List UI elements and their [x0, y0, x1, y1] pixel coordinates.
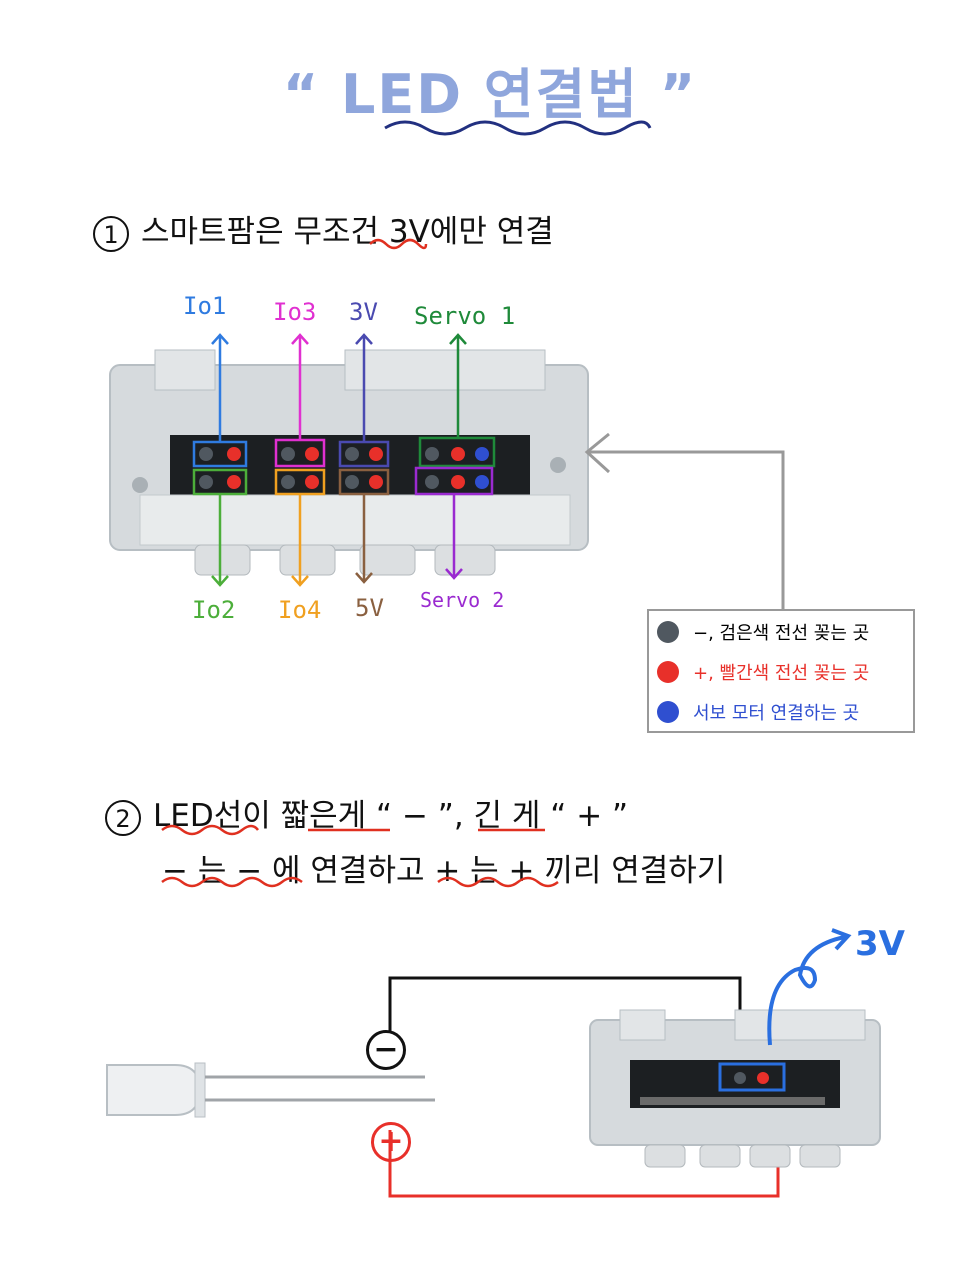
label-servo2: Servo 2 — [420, 588, 505, 612]
minus-sign-icon: − — [366, 1030, 406, 1070]
smartfarm-board-bottom — [589, 1009, 881, 1168]
blue-dot-icon — [657, 701, 679, 723]
title-underline — [384, 120, 652, 136]
3v-arrow — [767, 928, 852, 1046]
step1-number: 1 — [93, 215, 129, 252]
step2-line2: − 는 − 에 연결하고 + 는 + 끼리 연결하기 — [162, 853, 726, 889]
label-3v: 3V — [349, 298, 378, 326]
legend-text-minus: −, 검은색 전선 꽂는 곳 — [693, 623, 870, 644]
legend-text-plus: +, 빨간색 전선 꽂는 곳 — [693, 663, 870, 684]
led-component — [106, 1062, 435, 1118]
legend-row-servo: 서보 모터 연결하는 곳 — [657, 695, 859, 729]
step1-text: 스마트팜은 무조건 3V에만 연결 — [141, 214, 554, 250]
step1-heading: 1 스마트팜은 무조건 3V에만 연결 — [93, 206, 554, 252]
plus-sign-icon: + — [371, 1122, 411, 1162]
step2-number: 2 — [105, 799, 141, 836]
legend-text-servo: 서보 모터 연결하는 곳 — [693, 703, 860, 724]
label-5v: 5V — [355, 594, 384, 622]
pin-legend: −, 검은색 전선 꽂는 곳 +, 빨간색 전선 꽂는 곳 서보 모터 연결하는… — [647, 609, 915, 733]
red-dot-icon — [657, 661, 679, 683]
label-io1: Io1 — [183, 292, 227, 320]
3v-label: 3V — [855, 924, 905, 964]
label-servo1: Servo 1 — [414, 302, 516, 330]
step2-underlines — [161, 824, 559, 888]
label-io2: Io2 — [192, 596, 236, 624]
label-io4: Io4 — [278, 596, 322, 624]
legend-pointer-arrow — [584, 432, 785, 610]
legend-row-plus: +, 빨간색 전선 꽂는 곳 — [657, 655, 869, 689]
legend-row-minus: −, 검은색 전선 꽂는 곳 — [657, 615, 869, 649]
step1-underline — [369, 238, 428, 250]
step2-line1: LED선이 짧은게 “ − ”, 긴 게 “ + ” — [153, 798, 629, 834]
smartfarm-board-top — [109, 333, 589, 587]
page-title: “ LED 연결법 ” — [282, 63, 698, 126]
label-io3: Io3 — [273, 298, 317, 326]
gray-dot-icon — [657, 621, 679, 643]
step2-heading: 2 LED선이 짧은게 “ − ”, 긴 게 “ + ” — [105, 790, 628, 836]
